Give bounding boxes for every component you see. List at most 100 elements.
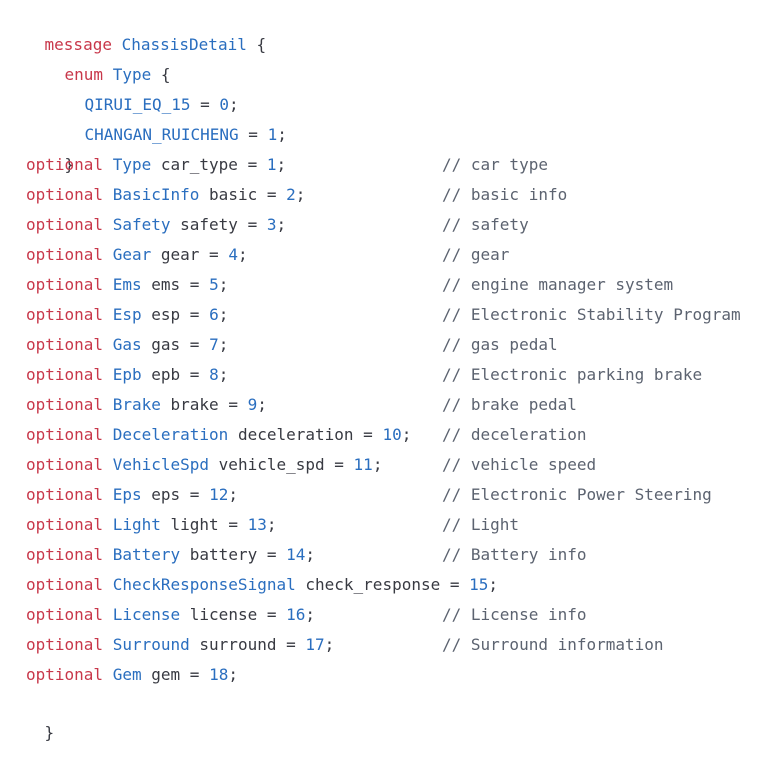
field-number: 14 bbox=[286, 545, 306, 564]
field-row: optional BasicInfo basic = 2; // basic i… bbox=[6, 180, 567, 210]
field-row: optional License license = 16; // Licens… bbox=[6, 600, 587, 630]
field-row: optional Ems ems = 5; // engine manager … bbox=[6, 270, 673, 300]
field-type: Surround bbox=[112, 635, 190, 654]
field-number: 16 bbox=[286, 605, 306, 624]
field-number: 17 bbox=[305, 635, 325, 654]
enum-value-line: QIRUI_EQ_15 = 0; bbox=[84, 95, 239, 114]
field-name: car_type bbox=[160, 155, 238, 174]
field-type: VehicleSpd bbox=[112, 455, 210, 474]
field-number: 13 bbox=[247, 515, 267, 534]
field-row: optional Light light = 13; // Light bbox=[6, 510, 519, 540]
field-name: safety bbox=[180, 215, 238, 234]
field-type: Eps bbox=[112, 485, 142, 504]
message-open-brace: { bbox=[256, 35, 267, 54]
code-block: message ChassisDetail { enum Type { QIRU… bbox=[6, 30, 741, 742]
field-number: 8 bbox=[209, 365, 219, 384]
field-row: optional Esp esp = 6; // Electronic Stab… bbox=[6, 300, 741, 330]
field-type: Deceleration bbox=[112, 425, 229, 444]
field-type: CheckResponseSignal bbox=[112, 575, 296, 594]
enum-value-name: QIRUI_EQ_15 bbox=[84, 95, 191, 114]
field-label: optional bbox=[26, 575, 104, 594]
field-type: Brake bbox=[112, 395, 161, 414]
field-comment: // Electronic Power Steering bbox=[442, 485, 712, 504]
field-label: optional bbox=[26, 665, 104, 684]
field-label: optional bbox=[26, 245, 104, 264]
field-number: 12 bbox=[209, 485, 229, 504]
field-label: optional bbox=[26, 635, 104, 654]
field-label: optional bbox=[26, 155, 104, 174]
message-name: ChassisDetail bbox=[121, 35, 247, 54]
field-number: 10 bbox=[382, 425, 402, 444]
field-number: 9 bbox=[247, 395, 258, 414]
field-label: optional bbox=[26, 485, 104, 504]
field-comment: // Battery info bbox=[442, 545, 587, 564]
field-name: deceleration bbox=[237, 425, 354, 444]
field-row: optional Eps eps = 12; // Electronic Pow… bbox=[6, 480, 712, 510]
field-number: 3 bbox=[266, 215, 277, 234]
field-comment: // Light bbox=[442, 515, 520, 534]
field-name: battery bbox=[189, 545, 258, 564]
field-name: epb bbox=[151, 365, 181, 384]
field-name: brake bbox=[170, 395, 219, 414]
field-comment: // deceleration bbox=[442, 425, 587, 444]
enum-close-brace: } bbox=[64, 155, 75, 174]
enum-close-line: } bbox=[26, 120, 75, 174]
field-label: optional bbox=[26, 515, 104, 534]
field-row: optional Safety safety = 3; // safety bbox=[6, 210, 529, 240]
field-comment: // gas pedal bbox=[442, 335, 558, 354]
field-number: 6 bbox=[209, 305, 219, 324]
field-number: 2 bbox=[286, 185, 296, 204]
message-keyword: message bbox=[44, 35, 112, 54]
field-row: optional Gas gas = 7; // gas pedal bbox=[6, 330, 558, 360]
field-label: optional bbox=[26, 185, 104, 204]
field-comment: // safety bbox=[442, 215, 529, 234]
field-name: surround bbox=[199, 635, 277, 654]
field-label: optional bbox=[26, 335, 104, 354]
field-comment: // Surround information bbox=[442, 635, 664, 654]
field-name: gas bbox=[151, 335, 181, 354]
field-label: optional bbox=[26, 425, 104, 444]
field-label: optional bbox=[26, 215, 104, 234]
field-row: optional CheckResponseSignal check_respo… bbox=[26, 575, 499, 594]
enum-header-line: enum Type { bbox=[26, 30, 171, 84]
field-type: Light bbox=[112, 515, 161, 534]
enum-open-brace: { bbox=[160, 65, 171, 84]
field-name: basic bbox=[209, 185, 258, 204]
field-row: optional Gem gem = 18; bbox=[26, 665, 238, 684]
field-row: optional Epb epb = 8; // Electronic park… bbox=[6, 360, 702, 390]
field-number: 1 bbox=[266, 155, 277, 174]
field-label: optional bbox=[26, 305, 104, 324]
field-number: 11 bbox=[353, 455, 373, 474]
field-number: 4 bbox=[228, 245, 238, 264]
field-number: 5 bbox=[209, 275, 219, 294]
field-row: optional Surround surround = 17; // Surr… bbox=[6, 630, 664, 660]
field-name: esp bbox=[151, 305, 181, 324]
field-label: optional bbox=[26, 455, 104, 474]
field-type: Battery bbox=[112, 545, 181, 564]
enum-keyword: enum bbox=[64, 65, 104, 84]
field-number: 7 bbox=[209, 335, 219, 354]
enum-name: Type bbox=[112, 65, 152, 84]
field-comment: // engine manager system bbox=[442, 275, 674, 294]
message-close-brace: } bbox=[44, 723, 55, 742]
field-type: Epb bbox=[112, 365, 142, 384]
field-type: BasicInfo bbox=[112, 185, 200, 204]
field-comment: // License info bbox=[442, 605, 587, 624]
field-type: Safety bbox=[112, 215, 171, 234]
field-label: optional bbox=[26, 365, 104, 384]
field-comment: // vehicle speed bbox=[442, 455, 597, 474]
field-type: Esp bbox=[112, 305, 142, 324]
field-type: License bbox=[112, 605, 181, 624]
field-label: optional bbox=[26, 605, 104, 624]
field-comment: // gear bbox=[442, 245, 510, 264]
field-comment: // Electronic Stability Program bbox=[442, 305, 741, 324]
field-row: optional Type car_type = 1; // car type bbox=[6, 150, 548, 180]
field-type: Gear bbox=[112, 245, 152, 264]
field-row: optional Brake brake = 9; // brake pedal bbox=[6, 390, 577, 420]
field-name: vehicle_spd bbox=[218, 455, 325, 474]
field-type: Gas bbox=[112, 335, 142, 354]
field-comment: // car type bbox=[442, 155, 548, 174]
field-row: optional VehicleSpd vehicle_spd = 11; //… bbox=[6, 450, 596, 480]
enum-value-number: 1 bbox=[267, 125, 278, 144]
field-label: optional bbox=[26, 275, 104, 294]
